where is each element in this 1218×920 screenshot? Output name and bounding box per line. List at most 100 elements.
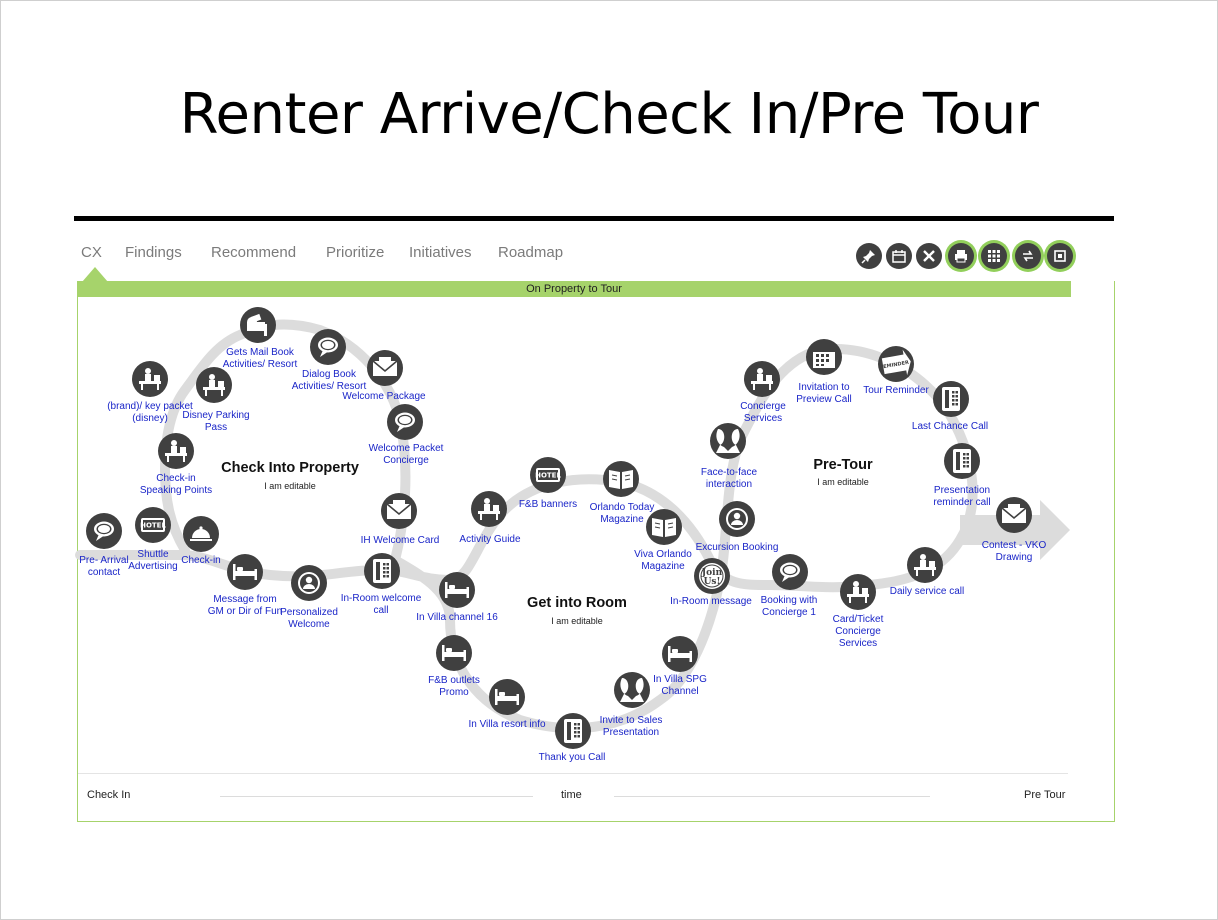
touchpoint-node[interactable] [227,554,263,590]
touchpoint-node[interactable] [840,574,876,610]
tools-icon[interactable] [916,243,942,269]
tab-prioritize[interactable]: Prioritize [326,244,385,261]
touchpoint-node[interactable] [381,493,417,529]
touchpoint-node[interactable] [744,361,780,397]
touchpoint-label: Welcome Package [342,391,426,402]
touchpoint-node[interactable] [555,713,591,749]
touchpoint-node[interactable] [135,507,171,543]
active-tab-indicator [82,267,108,282]
touchpoint-node[interactable] [158,433,194,469]
touchpoint-node[interactable] [996,497,1032,533]
swap-icon[interactable] [1015,243,1041,269]
touchpoint-node[interactable] [530,457,566,493]
touchpoint-node[interactable] [614,672,650,708]
export-icon[interactable] [1047,243,1073,269]
touchpoint-node[interactable] [646,509,682,545]
timeline-label: time [561,789,582,801]
touchpoint-node[interactable] [471,491,507,527]
touchpoint-node[interactable] [603,461,639,497]
stage-title-get-into-room: Get into Room [527,595,627,611]
touchpoint-node[interactable] [907,547,943,583]
touchpoint-node[interactable] [806,339,842,375]
touchpoint-label: Activity Guide [459,534,521,545]
touchpoint-node[interactable] [944,443,980,479]
touchpoint-node[interactable] [878,346,914,382]
touchpoint-node[interactable] [719,501,755,537]
print-icon[interactable] [948,243,974,269]
tab-initiatives[interactable]: Initiatives [409,244,472,261]
touchpoint-node[interactable] [367,350,403,386]
touchpoint-node[interactable] [694,558,730,594]
stage-title-pre-tour: Pre-Tour [813,457,873,473]
stage-subtitle: I am editable [264,481,316,491]
touchpoint-node[interactable] [196,367,232,403]
slide-title: Renter Arrive/Check In/Pre Tour [179,82,1039,147]
pin-icon[interactable] [856,243,882,269]
touchpoint-label: F&B banners [519,499,577,510]
touchpoint-label: Tour Reminder [863,385,929,396]
touchpoint-node[interactable] [933,381,969,417]
touchpoint-node[interactable] [364,553,400,589]
journey-panel [77,281,1115,822]
stage-subtitle: I am editable [817,477,869,487]
touchpoint-node[interactable] [240,307,276,343]
stage-subtitle: I am editable [551,616,603,626]
touchpoint-label: In Villa resort info [468,719,546,730]
touchpoint-node[interactable] [436,635,472,671]
touchpoint-node[interactable] [183,516,219,552]
stage-title-check-into-property: Check Into Property [221,460,359,476]
touchpoint-label: (brand)/ key packet(disney) [107,401,193,424]
touchpoint-node[interactable] [132,361,168,397]
touchpoint-label: Check-in [181,555,220,566]
touchpoint-node[interactable] [291,565,327,601]
phase-banner: On Property to Tour [77,281,1071,297]
touchpoint-node[interactable] [489,679,525,715]
touchpoint-node[interactable] [439,572,475,608]
title-rule [74,216,1114,221]
timeline-line [220,796,533,797]
tab-recommend[interactable]: Recommend [211,244,297,261]
timeline-start: Check In [87,789,131,801]
calendar-icon[interactable] [886,243,912,269]
touchpoint-node[interactable] [662,636,698,672]
touchpoint-label: Excursion Booking [696,542,779,553]
tab-roadmap[interactable]: Roadmap [498,244,564,261]
timeline-line [614,796,930,797]
grid-icon[interactable] [981,243,1007,269]
touchpoint-label: In-Room message [670,596,752,607]
touchpoint-node[interactable] [772,554,808,590]
tab-findings[interactable]: Findings [125,244,182,261]
tab-cx[interactable]: CX [81,244,102,261]
touchpoint-label: In Villa channel 16 [416,612,498,623]
touchpoint-node[interactable] [387,404,423,440]
touchpoint-label: Daily service call [890,586,964,597]
touchpoint-label: Thank you Call [539,752,606,763]
touchpoint-node[interactable] [710,423,746,459]
timeline-end: Pre Tour [1024,789,1066,801]
touchpoint-node[interactable] [310,329,346,365]
touchpoint-label: Last Chance Call [912,421,988,432]
timeline-divider [78,773,1068,774]
touchpoint-node[interactable] [86,513,122,549]
